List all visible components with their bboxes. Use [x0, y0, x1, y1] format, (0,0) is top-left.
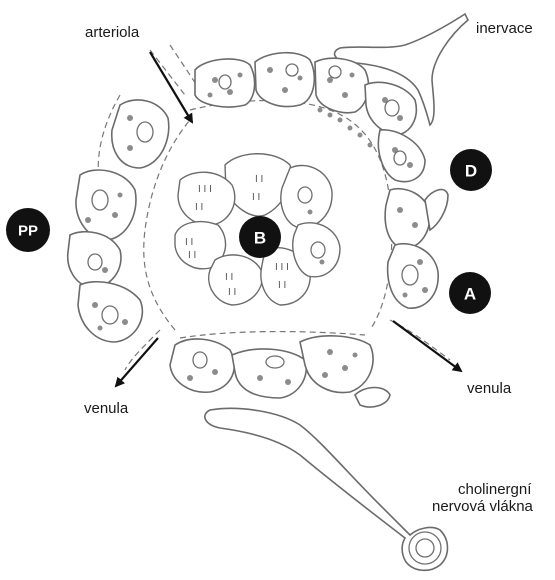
cells-right [385, 189, 448, 308]
label-venula-right: venula [467, 380, 511, 397]
badge-B: B [239, 216, 281, 258]
svg-text:I I: I I [225, 272, 233, 283]
svg-text:A: A [464, 285, 476, 304]
cells-bottom [170, 336, 390, 407]
svg-text:B: B [254, 229, 266, 248]
svg-text:I I: I I [278, 280, 286, 291]
venula-right-arrow [393, 321, 461, 371]
svg-text:D: D [465, 162, 477, 181]
svg-text:I I: I I [252, 192, 260, 203]
badge-PP: PP [6, 208, 50, 252]
nerve-bottom [205, 408, 448, 570]
label-venula-left: venula [84, 400, 128, 417]
badge-D: D [450, 149, 492, 191]
cells-left [68, 100, 169, 342]
svg-text:I I: I I [188, 250, 196, 261]
svg-text:PP: PP [18, 223, 38, 240]
label-cholinergic-line1: cholinergní [458, 481, 531, 498]
svg-text:I I: I I [195, 202, 203, 213]
svg-text:I I: I I [185, 237, 193, 248]
label-arteriola: arteriola [85, 24, 139, 41]
svg-text:I I I: I I I [198, 184, 212, 195]
badge-A: A [449, 272, 491, 314]
venula-left-arrow [116, 338, 158, 386]
svg-text:I I I: I I I [275, 262, 289, 273]
svg-text:I I: I I [255, 174, 263, 185]
label-cholinergic-line2: nervová vlákna [432, 498, 533, 515]
label-inervace: inervace [476, 20, 533, 37]
svg-text:I I: I I [228, 287, 236, 298]
